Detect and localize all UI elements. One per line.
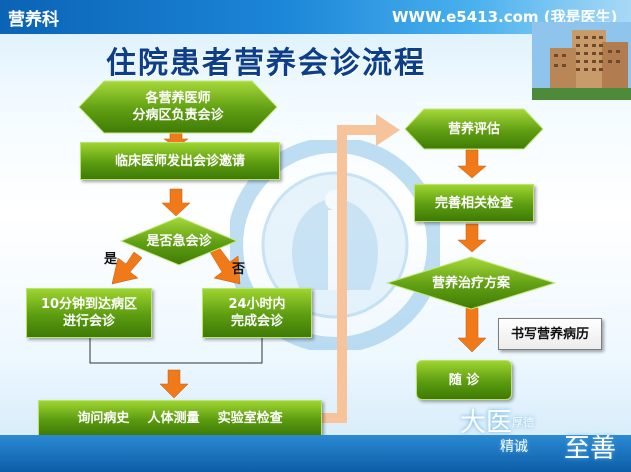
arrow-decision-to-normal [209, 245, 241, 285]
improve-node[interactable]: 完善相关检查 [414, 184, 534, 222]
followup-node[interactable]: 随 诊 [416, 360, 512, 400]
exam-node[interactable]: 询问病史 人体测量 实验室检查 [38, 400, 322, 436]
hospital-building-image [532, 22, 631, 100]
urgent-node[interactable]: 10分钟到达病区 进行会诊 [26, 288, 152, 338]
decision-node[interactable]: 是否急会诊 [146, 233, 212, 249]
slogan: 大医 厚德 精诚 至善 [460, 400, 630, 472]
arrow-improve-to-plan [457, 223, 487, 253]
slogan-line-4: 至善 [564, 434, 617, 464]
arrow-assess-to-improve [457, 149, 487, 179]
yes-label: 是 [104, 252, 118, 267]
arrow-invite-to-decision [161, 188, 191, 217]
arrow-plan-to-followup [457, 307, 487, 353]
start-node-shape [78, 80, 278, 134]
return-connector-line [322, 125, 380, 423]
assess-node-shape [404, 108, 544, 150]
start-node[interactable]: 各营养医师 分病区负责会诊 [132, 91, 224, 123]
slogan-line-2: 厚德 [512, 416, 534, 429]
page-title: 住院患者营养会诊流程 [106, 46, 426, 81]
arrow-merge-to-exam [159, 369, 189, 399]
return-arrowhead [376, 114, 400, 146]
slogan-line-1: 大医 [460, 408, 513, 438]
record-node[interactable]: 书写营养病历 [498, 318, 602, 350]
normal-node[interactable]: 24小时内 完成会诊 [202, 288, 312, 338]
department-label: 营养科 [8, 10, 59, 30]
arrow-decision-to-urgent [111, 251, 143, 285]
site-url: WWW.e5413.com (我是医生) [392, 8, 618, 26]
footer-bar [0, 435, 631, 472]
header-bar: 营养科 WWW.e5413.com (我是医生) [0, 0, 631, 34]
slogan-line-3: 精诚 [500, 439, 528, 455]
no-label: 否 [232, 262, 246, 277]
decision-node-shape [119, 216, 239, 266]
assess-node[interactable]: 营养评估 [447, 121, 500, 137]
hospital-logo-watermark-icon [230, 140, 440, 350]
merge-connector-line [89, 337, 263, 364]
invite-node[interactable]: 临床医师发出会诊邀请 [80, 142, 280, 180]
plan-node-shape [385, 256, 557, 310]
plan-node[interactable]: 营养治疗方案 [431, 275, 510, 291]
